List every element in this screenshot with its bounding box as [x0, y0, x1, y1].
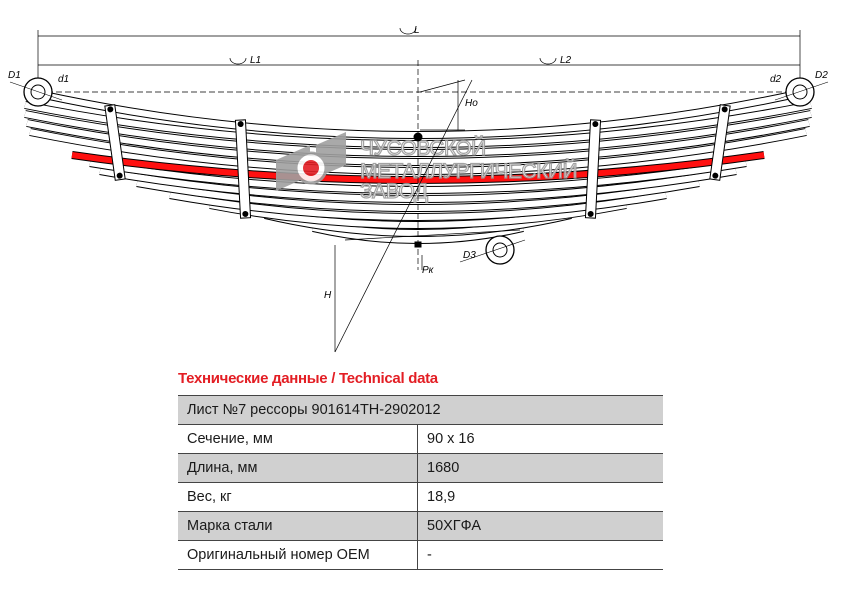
dim-Ho: Ho	[465, 98, 478, 109]
technical-data-table: Лист №7 рессоры 901614ТН-2902012 Сечение…	[178, 395, 663, 570]
dim-d1: d1	[58, 74, 69, 85]
dim-D1: D1	[8, 70, 21, 81]
dimension-lines	[37, 27, 801, 353]
dim-L1: L1	[250, 55, 261, 66]
dim-D2: D2	[815, 70, 828, 81]
spring-clamps	[104, 104, 731, 219]
row-label: Вес, кг	[178, 482, 418, 512]
dim-L2: L2	[560, 55, 572, 66]
watermark-line-2: МЕТАЛЛУРГИЧЕСКИЙ	[360, 159, 577, 183]
row-value: 1680	[417, 453, 663, 483]
technical-data-title: Технические данные / Technical data	[178, 370, 438, 387]
watermark-line-3: ЗАВОД	[360, 180, 428, 203]
leaf-clamp	[234, 119, 252, 219]
row-label: Марка стали	[178, 511, 418, 541]
row-label: Длина, мм	[178, 453, 418, 483]
watermark-line-1: ЧУСОВСКОЙ	[360, 136, 486, 160]
dim-d2: d2	[770, 74, 782, 85]
leaf-clamp	[709, 104, 731, 181]
row-label: Сечение, мм	[178, 424, 418, 454]
watermark-logo: ЧУСОВСКОЙ МЕТАЛЛУРГИЧЕСКИЙ ЗАВОД	[276, 132, 578, 204]
dim-H: H	[324, 290, 332, 301]
table-header: Лист №7 рессоры 901614ТН-2902012	[178, 395, 663, 425]
table-row: Оригинальный номер OEM-	[178, 540, 663, 570]
leaf-spring-drawing: ЧУСОВСКОЙ МЕТАЛЛУРГИЧЕСКИЙ ЗАВОД L L1 L2…	[8, 25, 829, 353]
dim-D3: D3	[463, 250, 476, 261]
row-value: 18,9	[417, 482, 663, 512]
table-header-row: Лист №7 рессоры 901614ТН-2902012	[178, 395, 663, 425]
spring-eyes	[9, 77, 829, 265]
row-value: 90 х 16	[417, 424, 663, 454]
row-value: 50ХГФА	[417, 511, 663, 541]
leaf-clamp	[584, 119, 602, 219]
spring-leaf	[312, 225, 524, 243]
dim-L: L	[414, 25, 420, 36]
leaf-clamp	[104, 104, 126, 181]
row-value: -	[417, 540, 663, 570]
load-Pk: Pк	[422, 265, 435, 276]
row-label: Оригинальный номер OEM	[178, 540, 418, 570]
